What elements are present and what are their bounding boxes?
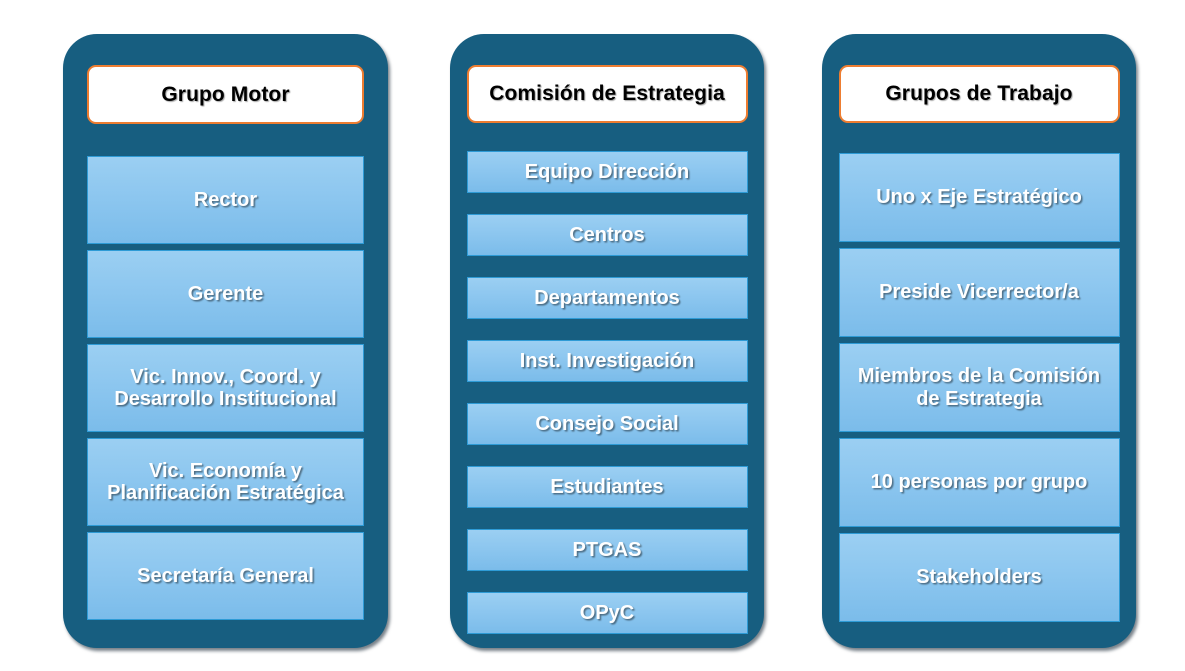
item-list-grupos-de-trabajo: Uno x Eje Estratégico Preside Vicerrecto… — [822, 153, 1136, 622]
item-preside-vicerrector: Preside Vicerrector/a — [838, 248, 1120, 337]
item-stakeholders: Stakeholders — [838, 533, 1120, 622]
item-list-comision-de-estrategia: Equipo Dirección Centros Departamentos I… — [450, 151, 764, 634]
item-opyc: OPyC — [466, 592, 748, 634]
panel-comision-de-estrategia: Comisión de Estrategia Equipo Dirección … — [450, 34, 764, 648]
item-estudiantes: Estudiantes — [466, 466, 748, 508]
panel-grupo-motor: Grupo Motor Rector Gerente Vic. Innov., … — [63, 34, 388, 648]
panel-header-comision-de-estrategia: Comisión de Estrategia — [466, 65, 748, 123]
panel-header-grupo-motor: Grupo Motor — [87, 65, 364, 124]
item-secretaria-general: Secretaría General — [87, 532, 364, 620]
item-list-grupo-motor: Rector Gerente Vic. Innov., Coord. y Des… — [63, 156, 388, 620]
item-vic-innovacion-coord-desarrollo-institucional: Vic. Innov., Coord. y Desarrollo Institu… — [87, 344, 364, 432]
item-vic-economia-planificacion-estrategica: Vic. Economía y Planificación Estratégic… — [87, 438, 364, 526]
item-equipo-direccion: Equipo Dirección — [466, 151, 748, 193]
item-ptgas: PTGAS — [466, 529, 748, 571]
item-departamentos: Departamentos — [466, 277, 748, 319]
item-rector: Rector — [87, 156, 364, 244]
item-centros: Centros — [466, 214, 748, 256]
item-uno-x-eje-estrategico: Uno x Eje Estratégico — [838, 153, 1120, 242]
item-gerente: Gerente — [87, 250, 364, 338]
item-inst-investigacion: Inst. Investigación — [466, 340, 748, 382]
item-10-personas-por-grupo: 10 personas por grupo — [838, 438, 1120, 527]
item-miembros-comision-de-estrategia: Miembros de la Comisión de Estrategia — [838, 343, 1120, 432]
panel-header-grupos-de-trabajo: Grupos de Trabajo — [838, 65, 1120, 123]
item-consejo-social: Consejo Social — [466, 403, 748, 445]
panel-grupos-de-trabajo: Grupos de Trabajo Uno x Eje Estratégico … — [822, 34, 1136, 648]
